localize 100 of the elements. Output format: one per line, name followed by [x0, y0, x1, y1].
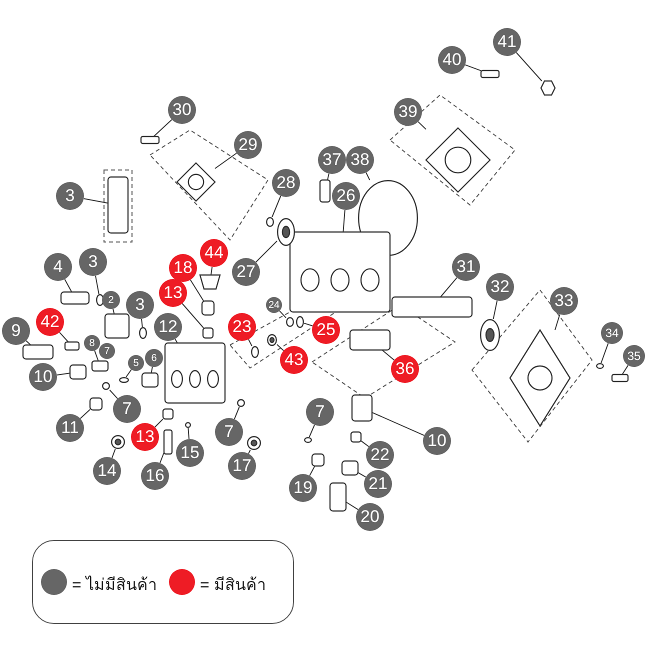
- legend-text: = มีสินค้า: [200, 575, 266, 596]
- callout-number: 7: [99, 343, 115, 359]
- leader-line: [516, 52, 542, 82]
- callout-number: 12: [154, 313, 182, 341]
- leader-line: [418, 121, 426, 130]
- callout-number: 5: [128, 355, 144, 371]
- leader-line: [342, 210, 346, 232]
- callout-number: 4: [44, 253, 72, 281]
- leader-line: [56, 372, 70, 376]
- leader-line: [160, 452, 164, 464]
- leader-line: [188, 428, 190, 440]
- nut-drawing: [350, 431, 362, 443]
- leader-line: [255, 240, 278, 263]
- callout-number: 31: [452, 253, 480, 281]
- plug-drawing: [91, 360, 109, 372]
- callout-number: 40: [438, 46, 466, 74]
- leader-line: [308, 424, 315, 438]
- legend-text: = ไม่มีสินค้า: [72, 574, 157, 596]
- leader-line: [279, 310, 286, 318]
- o-ring-drawing: [139, 327, 147, 339]
- bolt-drawing: [163, 429, 173, 455]
- leader-line: [174, 338, 178, 344]
- callout-number: 22: [366, 441, 394, 469]
- seal-drawing: [296, 316, 304, 328]
- callout-number: 17: [228, 452, 256, 480]
- leader-line: [327, 173, 330, 180]
- callout-number: 20: [356, 503, 384, 531]
- valve-body-drawing: [104, 313, 130, 339]
- leader-line: [126, 369, 132, 378]
- leader-line: [83, 198, 108, 204]
- callout-number: 42: [36, 308, 64, 336]
- crankshaft-drawing: [391, 296, 473, 318]
- leader-line: [153, 119, 172, 137]
- callout-number: 11: [56, 414, 84, 442]
- washer-drawing: [596, 363, 604, 369]
- cap-drawing: [199, 274, 221, 290]
- callout-number: 10: [29, 363, 57, 391]
- cover-plate-drawing: [509, 328, 571, 428]
- bolt-drawing: [60, 291, 90, 305]
- elbow-fitting-drawing: [141, 372, 159, 388]
- nut-drawing: [201, 300, 215, 316]
- leader-line: [234, 406, 240, 420]
- leader-line: [109, 390, 118, 400]
- leader-line: [272, 196, 282, 218]
- tee-fitting-drawing: [341, 460, 359, 476]
- callout-number: 18: [169, 254, 197, 282]
- leader-line: [94, 350, 99, 362]
- callout-number: 3: [79, 248, 107, 276]
- callout-number: 32: [486, 273, 514, 301]
- leader-line: [372, 412, 425, 436]
- leader-line: [309, 466, 316, 476]
- bearing-drawing: [480, 319, 500, 351]
- leader-line: [214, 152, 238, 169]
- leader-line: [64, 278, 72, 292]
- coupler-drawing: [22, 344, 54, 360]
- nut-drawing: [162, 408, 174, 420]
- leader-line: [358, 472, 366, 478]
- leader-line: [464, 64, 482, 72]
- callout-number: 28: [272, 169, 300, 197]
- callout-number: 3: [56, 182, 84, 210]
- callout-number: 41: [493, 28, 521, 56]
- washer-drawing: [185, 422, 191, 428]
- callout-number: 15: [176, 439, 204, 467]
- callout-number: 3: [126, 291, 154, 319]
- callout-number: 37: [318, 146, 346, 174]
- leader-line: [112, 448, 116, 458]
- leader-line: [182, 303, 204, 328]
- leader-line: [80, 409, 90, 419]
- callout-number: 34: [601, 322, 623, 344]
- leader-line: [190, 279, 204, 302]
- callout-number: 2: [102, 291, 120, 309]
- elbow-fitting-drawing: [351, 394, 373, 422]
- callout-number: 8: [84, 335, 100, 351]
- bolt-drawing: [611, 374, 629, 382]
- plug-drawing: [111, 435, 125, 449]
- bolt-drawing: [480, 70, 500, 78]
- callout-number: 33: [550, 287, 578, 315]
- valve-drawing: [107, 176, 129, 234]
- seal-drawing: [251, 346, 259, 358]
- leader-line: [600, 342, 609, 364]
- o-ring-drawing: [266, 217, 274, 227]
- callout-number: 38: [346, 146, 374, 174]
- fitting-drawing: [89, 397, 103, 411]
- callout-number: 44: [200, 239, 228, 267]
- plug-drawing: [247, 436, 261, 450]
- leader-line: [360, 440, 370, 448]
- callout-number: 7: [113, 395, 141, 423]
- fitting-drawing: [311, 453, 325, 467]
- connecting-rod-drawing: [349, 329, 391, 351]
- callout-number: 19: [289, 474, 317, 502]
- leader-line: [95, 275, 100, 294]
- callout-number: 30: [168, 96, 196, 124]
- callout-number: 36: [391, 355, 419, 383]
- callout-number: 27: [232, 258, 260, 286]
- elbow-fitting-drawing: [69, 364, 87, 380]
- nut-drawing: [540, 80, 556, 96]
- bolt-drawing: [140, 136, 160, 144]
- callout-number: 7: [306, 398, 334, 426]
- callout-number: 6: [145, 349, 163, 367]
- callout-number: 23: [228, 313, 256, 341]
